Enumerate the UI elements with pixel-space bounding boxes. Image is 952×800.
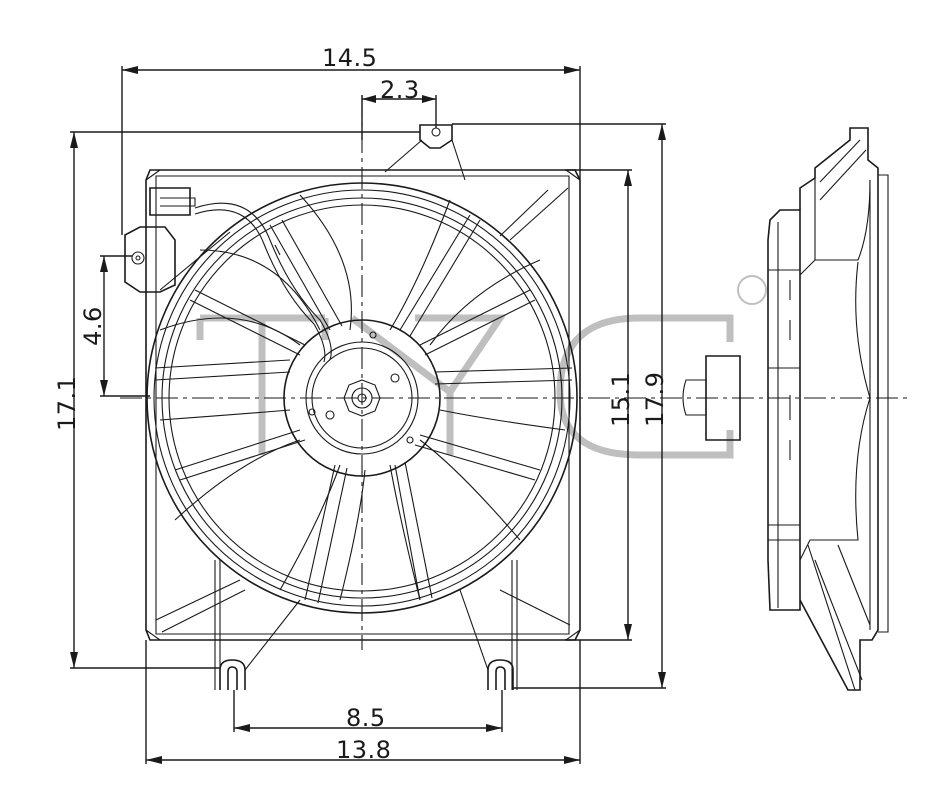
top-mount-tab [384, 124, 466, 181]
motor-hub [283, 319, 441, 477]
front-view-shroud [145, 169, 581, 641]
dimension-shroud-width-bottom [145, 640, 581, 764]
label-shroud-width-bottom: 13.8 [336, 736, 392, 764]
label-connector-height: 4.6 [79, 306, 107, 346]
dimension-overall-width-top [121, 66, 581, 235]
label-overall-height-left: 17.1 [53, 375, 81, 431]
dimension-connector-height [100, 255, 150, 397]
center-lines [120, 95, 912, 650]
electrical-connector [124, 187, 196, 293]
label-mount-tab-spacing: 8.5 [346, 704, 386, 732]
dimension-shroud-height [565, 169, 632, 641]
label-overall-height-right: 17.9 [641, 371, 669, 427]
label-hub-offset: 2.3 [380, 76, 420, 104]
dimension-overall-height-right [452, 123, 666, 689]
label-overall-width-top: 14.5 [322, 44, 378, 72]
fan-ring [146, 182, 578, 614]
dimension-mount-tab-spacing [233, 690, 503, 732]
tyc-watermark [196, 275, 767, 459]
dimension-overall-height-left [70, 131, 420, 669]
label-shroud-height: 15.1 [607, 371, 635, 427]
fan-blades [154, 194, 573, 604]
side-view [682, 127, 889, 691]
wire-harness [194, 202, 332, 363]
